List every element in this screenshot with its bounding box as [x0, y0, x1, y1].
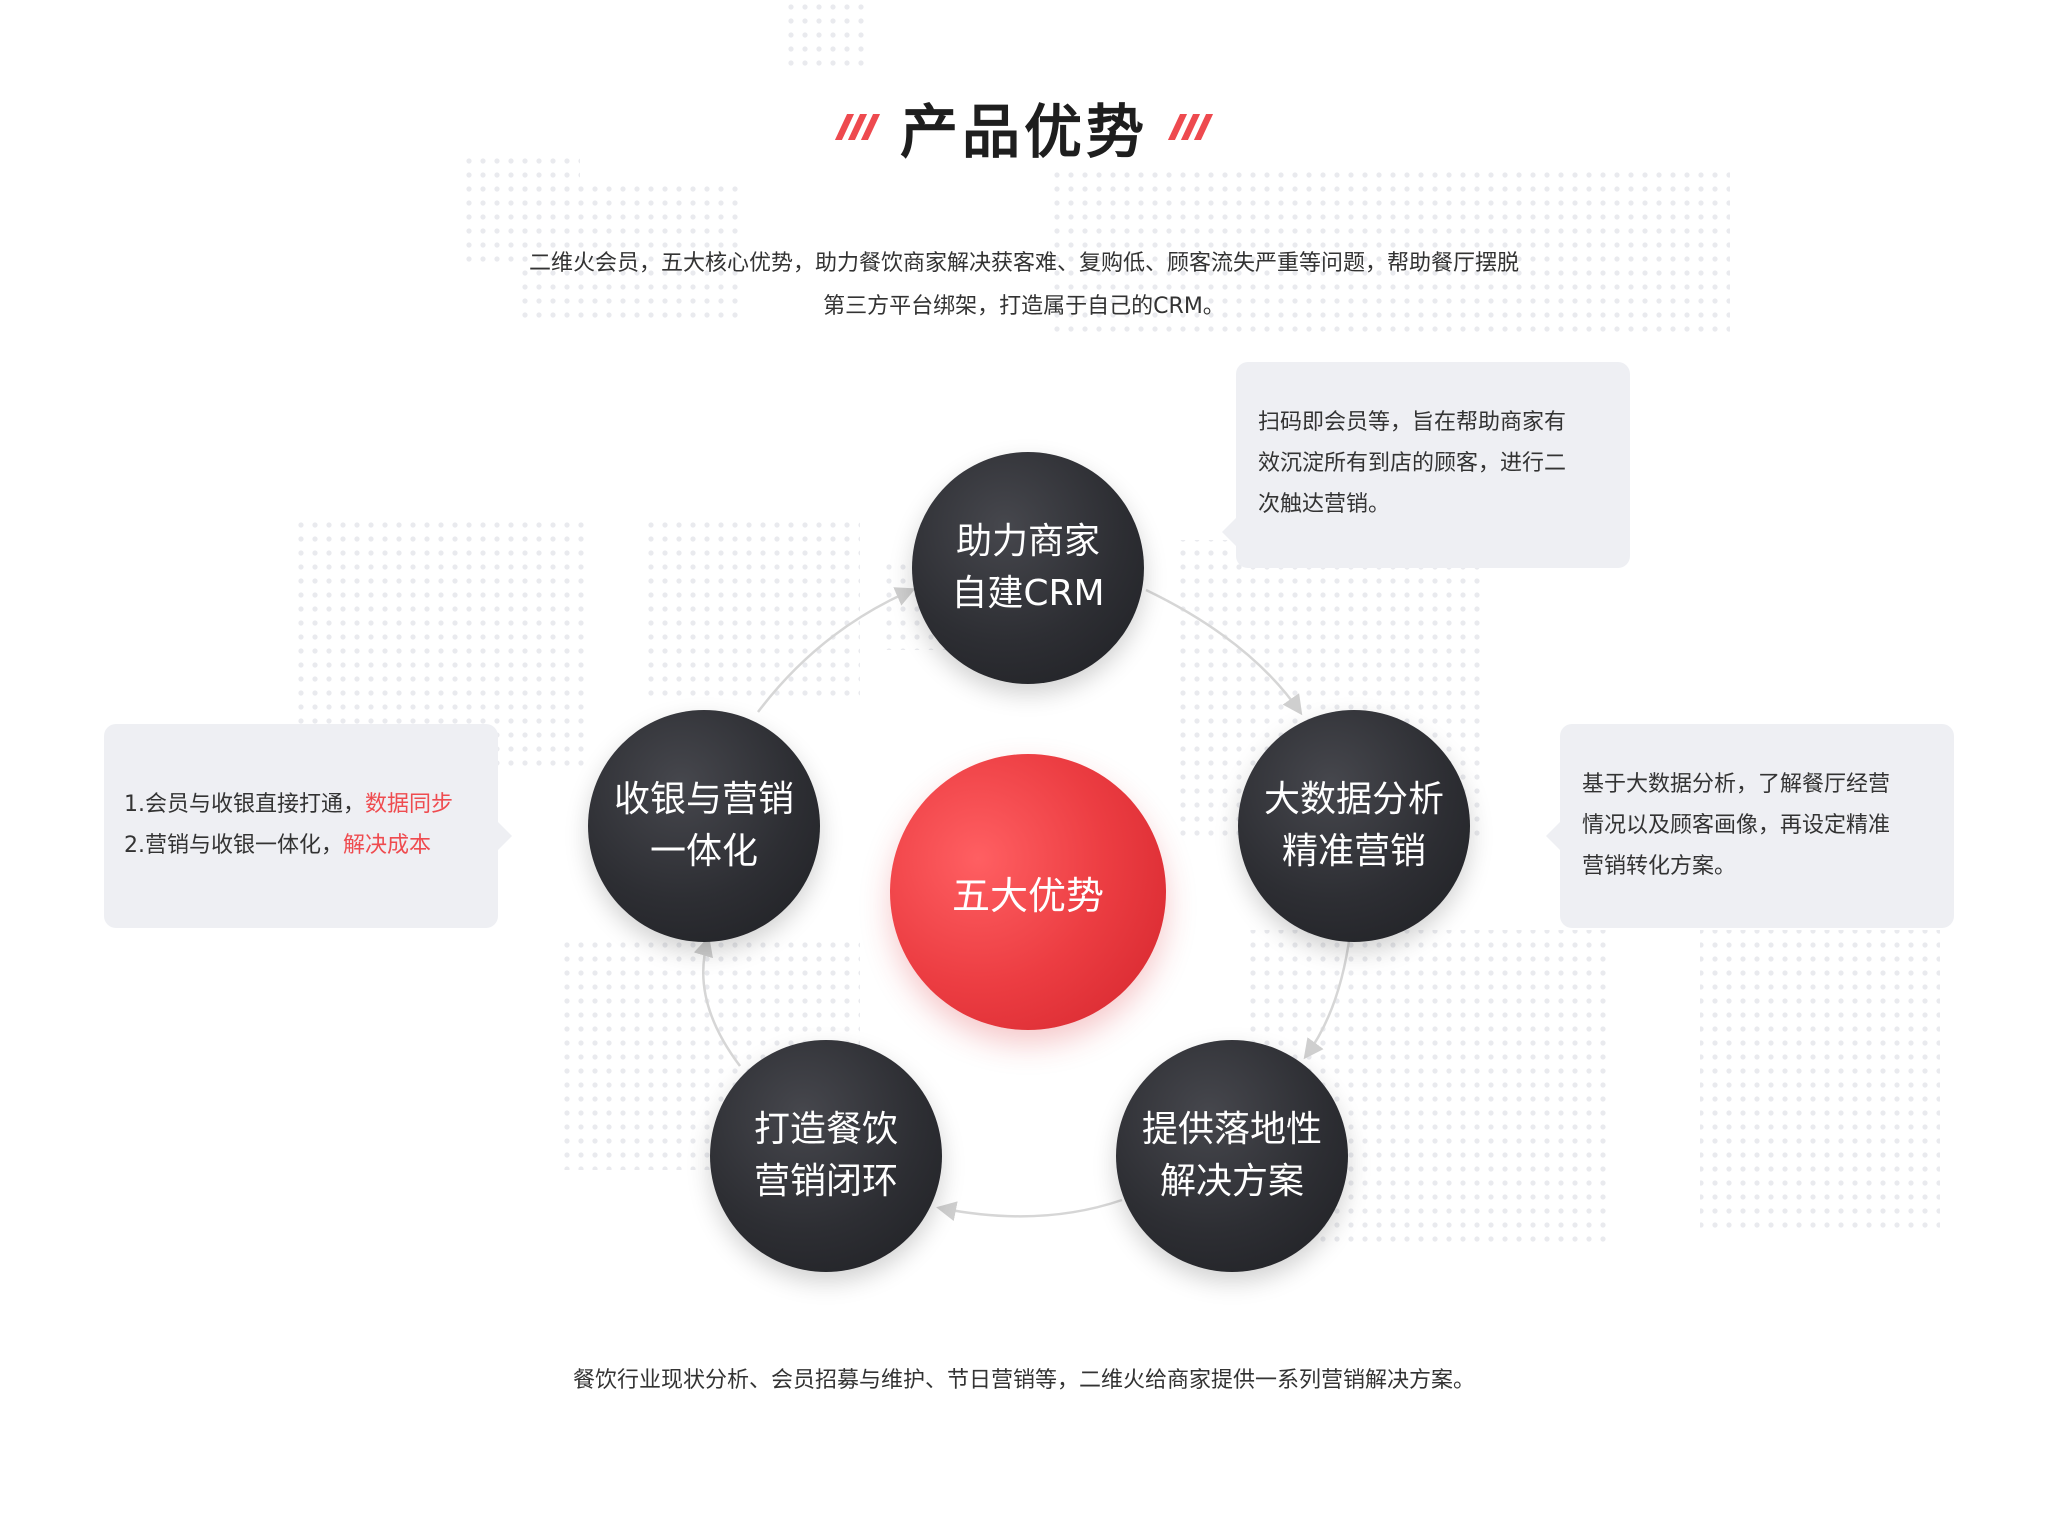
bubble-crm-description: 扫码即会员等，旨在帮助商家有 效沉淀所有到店的顾客，进行二 次触达营销。	[1222, 362, 1630, 568]
bubble-cashier-description: 1.会员与收银直接打通，数据同步 2.营销与收银一体化，解决成本	[104, 724, 512, 928]
bubble-big-data-description: 基于大数据分析，了解餐厅经营 情况以及顾客画像，再设定精准 营销转化方案。	[1546, 724, 1954, 928]
center-five-advantages: 五大优势	[890, 754, 1166, 1030]
bubble-big-data-line1: 基于大数据分析，了解餐厅经营	[1582, 772, 1891, 797]
node-marketing-loop-line1: 打造餐饮	[753, 1109, 898, 1150]
bubble-big-data-line3: 营销转化方案。	[1582, 854, 1737, 879]
node-cashier-marketing-integration[interactable]: 收银与营销 一体化	[588, 710, 820, 942]
node-marketing-loop[interactable]: 打造餐饮 营销闭环	[710, 1040, 942, 1272]
bubble-big-data-line2: 情况以及顾客画像，再设定精准	[1582, 813, 1891, 838]
arc-left-to-top	[757, 587, 916, 713]
center-label: 五大优势	[951, 873, 1104, 918]
bubble-crm-line2: 效沉淀所有到店的顾客，进行二	[1258, 451, 1567, 476]
bubble-crm-line1: 扫码即会员等，旨在帮助商家有	[1258, 410, 1567, 435]
node-practical-solutions-line1: 提供落地性	[1141, 1109, 1322, 1150]
node-self-built-crm-line2: 自建CRM	[951, 573, 1105, 614]
section-title: 产品优势	[899, 98, 1148, 166]
bubble-cashier-item-2-text: 2.营销与收银一体化，	[124, 833, 343, 858]
node-big-data-marketing-line1: 大数据分析	[1263, 779, 1444, 820]
bubble-crm-line3: 次触达营销。	[1258, 492, 1391, 517]
arc-bottom-left-to-left	[693, 936, 741, 1067]
bubble-cashier-item-1-highlight: 数据同步	[365, 792, 454, 817]
intro-line-2: 第三方平台绑架，打造属于自己的CRM。	[823, 294, 1225, 319]
section-header: 产品优势	[0, 82, 2048, 172]
bubble-cashier-item-2-highlight: 解决成本	[343, 833, 432, 858]
outro-paragraph: 餐饮行业现状分析、会员招募与维护、节日营销等，二维火给商家提供一系列营销解决方案…	[572, 1368, 1475, 1393]
intro-line-1: 二维火会员，五大核心优势，助力餐饮商家解决获客难、复购低、顾客流失严重等问题，帮…	[528, 251, 1519, 276]
node-practical-solutions[interactable]: 提供落地性 解决方案	[1116, 1040, 1348, 1272]
node-cashier-marketing-line1: 收银与营销	[613, 779, 794, 820]
node-self-built-crm[interactable]: 助力商家 自建CRM	[912, 452, 1144, 684]
node-cashier-marketing-line2: 一体化	[649, 831, 758, 872]
arc-top-to-right	[1145, 588, 1303, 716]
node-big-data-marketing-line2: 精准营销	[1281, 831, 1426, 872]
intro-paragraph: 二维火会员，五大核心优势，助力餐饮商家解决获客难、复购低、顾客流失严重等问题，帮…	[424, 242, 1624, 328]
node-marketing-loop-line2: 营销闭环	[753, 1161, 898, 1202]
arc-right-to-bottom-right	[1303, 933, 1352, 1060]
bubble-cashier-item-1-text: 1.会员与收银直接打通，	[124, 792, 365, 817]
bubble-cashier-item-1: 1.会员与收银直接打通，数据同步	[124, 784, 494, 825]
arc-bottom-right-to-bottom-left	[936, 1198, 1123, 1221]
node-self-built-crm-line1: 助力商家	[955, 521, 1100, 562]
bubble-cashier-item-2: 2.营销与收银一体化，解决成本	[124, 825, 494, 866]
node-big-data-marketing[interactable]: 大数据分析 精准营销	[1238, 710, 1470, 942]
node-practical-solutions-line2: 解决方案	[1159, 1161, 1304, 1202]
